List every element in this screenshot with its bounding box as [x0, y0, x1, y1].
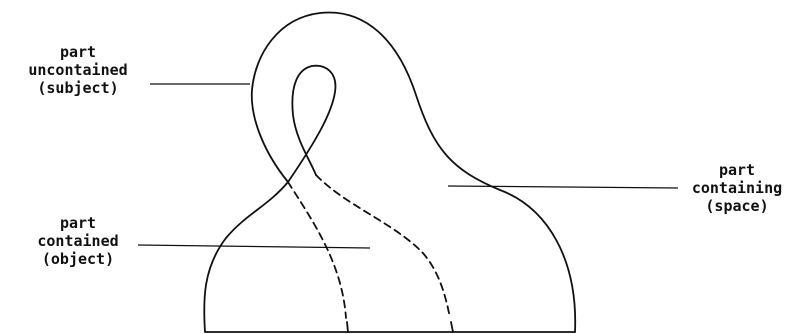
- label-line: contained: [8, 232, 148, 250]
- label-line: (space): [676, 197, 798, 215]
- hidden-tube-edge-left: [288, 182, 346, 318]
- hidden-tube-edge-right: [316, 175, 450, 318]
- label-line: (subject): [8, 79, 148, 97]
- label-line: uncontained: [8, 61, 148, 79]
- tube-stub-left: [347, 322, 348, 332]
- leader-line-contained: [138, 245, 370, 248]
- outer-surface-outline: [204, 12, 575, 332]
- label-part-containing: part containing (space): [676, 161, 798, 215]
- label-line: part: [8, 43, 148, 61]
- label-line: part: [676, 161, 798, 179]
- label-line: (object): [8, 250, 148, 268]
- inner-neck-loop: [288, 66, 335, 182]
- label-line: part: [8, 214, 148, 232]
- label-part-contained: part contained (object): [8, 214, 148, 268]
- tube-stub-right: [451, 322, 453, 332]
- leader-line-containing: [448, 186, 678, 188]
- label-part-uncontained: part uncontained (subject): [8, 43, 148, 97]
- label-line: containing: [676, 179, 798, 197]
